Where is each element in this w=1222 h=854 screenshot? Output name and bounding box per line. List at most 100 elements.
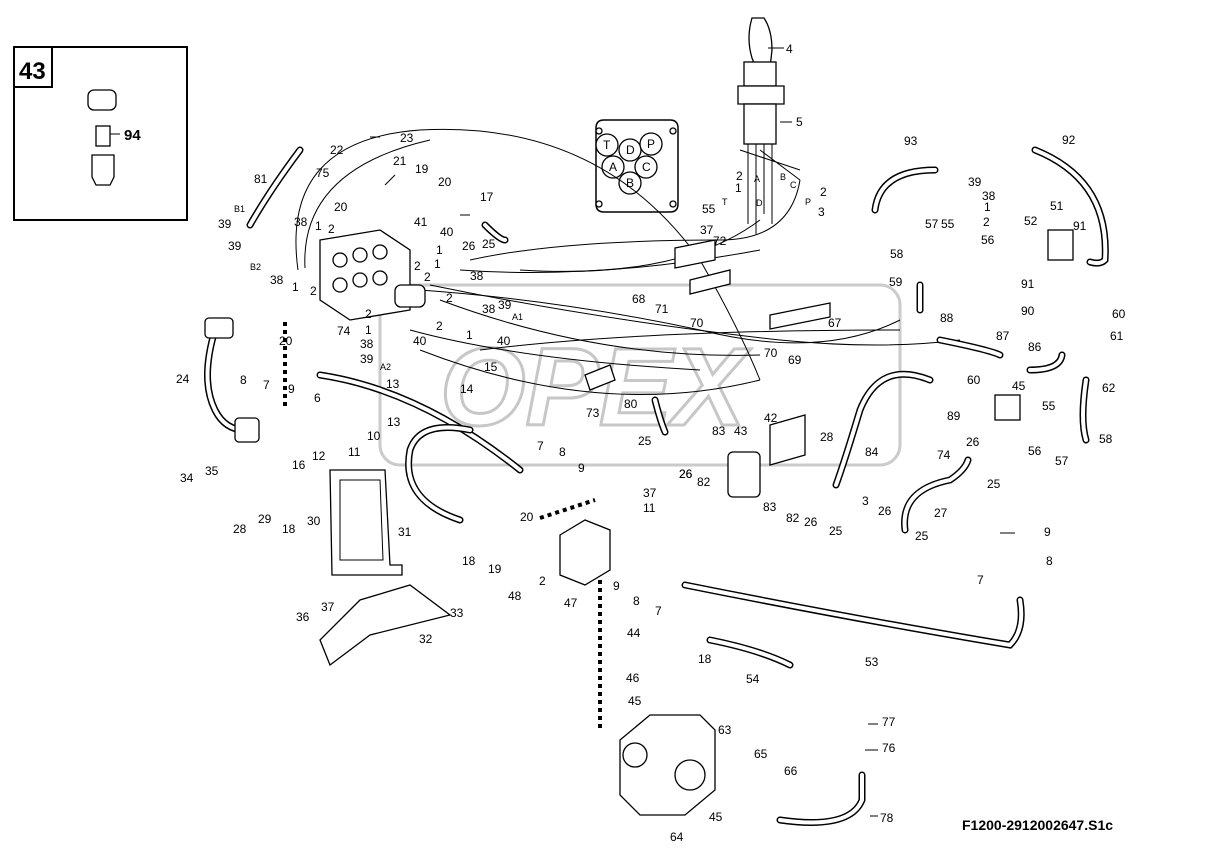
callout-c36: 36 xyxy=(296,610,310,624)
callout-c88: 88 xyxy=(940,311,954,325)
callout-c89: 89 xyxy=(947,409,961,423)
callout-c25e: 25 xyxy=(915,529,929,543)
callout-c56a: 56 xyxy=(981,233,995,247)
callout-c7b: 7 xyxy=(537,439,544,453)
callout-c64: 64 xyxy=(670,830,684,844)
callout-c38f: 38 xyxy=(982,189,996,203)
callout-c2h: 2 xyxy=(539,574,546,588)
callout-c70b: 70 xyxy=(764,346,778,360)
svg-text:P: P xyxy=(805,197,811,207)
callout-c86: 86 xyxy=(1028,340,1042,354)
callout-c25d: 25 xyxy=(987,477,1001,491)
callout-c26b: 26 xyxy=(679,467,693,481)
callout-c26d: 26 xyxy=(804,515,818,529)
callout-c39e: 39 xyxy=(968,175,982,189)
callout-c60a: 60 xyxy=(1112,307,1126,321)
callout-c1a: 1 xyxy=(315,219,322,233)
callout-c12: 12 xyxy=(312,449,326,463)
callout-c52: 52 xyxy=(1024,214,1038,228)
callout-c31: 31 xyxy=(398,525,412,539)
callout-c2k: 2 xyxy=(983,215,990,229)
callout-c71: 71 xyxy=(655,302,669,316)
callout-c87: 87 xyxy=(996,329,1010,343)
callout-c78: 78 xyxy=(880,811,894,825)
callout-c63: 63 xyxy=(718,723,732,737)
callout-c18b: 18 xyxy=(462,554,476,568)
callout-c7a: 7 xyxy=(263,378,270,392)
callout-c1h: 1 xyxy=(984,200,991,214)
callout-c8d: 8 xyxy=(1046,554,1053,568)
callout-c46: 46 xyxy=(626,671,640,685)
callout-c91b: 91 xyxy=(1021,277,1035,291)
callout-c51: 51 xyxy=(1050,199,1064,213)
callout-c44: 44 xyxy=(627,626,641,640)
callout-c1c: 1 xyxy=(434,257,441,271)
callout-c20a: 20 xyxy=(438,175,452,189)
callout-c6: 6 xyxy=(314,391,321,405)
callout-c39b: 39 xyxy=(228,239,242,253)
callout-c2a: 2 xyxy=(328,222,335,236)
callout-c13b: 13 xyxy=(387,415,401,429)
callout-c83b: 83 xyxy=(763,500,777,514)
callout-c38d: 38 xyxy=(270,273,284,287)
callout-c55c: 55 xyxy=(1042,399,1056,413)
callout-c22: 22 xyxy=(330,143,344,157)
callout-c26a: 26 xyxy=(462,239,476,253)
callout-c1b: 1 xyxy=(436,243,443,257)
callout-c40b: 40 xyxy=(497,334,511,348)
callout-c11a: 11 xyxy=(348,445,361,459)
svg-text:A: A xyxy=(754,174,760,184)
callout-c91a: 91 xyxy=(1073,219,1087,233)
callout-c26f: 26 xyxy=(878,504,892,518)
inset-box: 43 94 xyxy=(13,46,188,221)
callout-c45a: 45 xyxy=(1012,379,1026,393)
svg-text:T: T xyxy=(722,197,728,207)
callout-c45c: 45 xyxy=(709,810,723,824)
watermark: OPEX xyxy=(378,283,902,467)
inset-number: 43 xyxy=(19,58,46,85)
callout-c41: 41 xyxy=(414,215,428,229)
callout-c55b: 55 xyxy=(941,217,955,231)
callout-c32: 32 xyxy=(419,632,433,646)
callout-c2d: 2 xyxy=(446,291,453,305)
callout-c82a: 82 xyxy=(697,475,711,489)
callout-c18c: 18 xyxy=(698,652,712,666)
callout-c8b: 8 xyxy=(559,445,566,459)
callout-c26c: 26 xyxy=(679,467,693,481)
callout-c20d: 20 xyxy=(520,510,534,524)
callout-c23: 23 xyxy=(400,131,414,145)
callout-c7d: 7 xyxy=(977,573,984,587)
callout-c38c: 38 xyxy=(482,302,496,316)
callout-c25b: 25 xyxy=(638,434,652,448)
callout-c39c: 39 xyxy=(498,298,512,312)
callout-c35: 35 xyxy=(205,464,219,478)
components xyxy=(204,229,1074,816)
callout-c20b: 20 xyxy=(334,200,348,214)
callout-c8c: 8 xyxy=(633,594,640,608)
callout-c2b: 2 xyxy=(424,270,431,284)
callout-c20c: 20 xyxy=(279,334,293,348)
callout-c43: 43 xyxy=(734,424,748,438)
callout-c24: 24 xyxy=(176,372,190,386)
callout-c39a: 39 xyxy=(218,217,232,231)
leader-lines xyxy=(370,47,1015,817)
hose-lines xyxy=(246,128,1109,826)
callout-c62: 62 xyxy=(1102,381,1116,395)
callout-c2j: 2 xyxy=(820,185,827,199)
callout-c18a: 18 xyxy=(282,522,296,536)
callout-c1d: 1 xyxy=(466,328,473,342)
drawing-code: F1200-2912002647.S1c xyxy=(962,817,1113,833)
callout-c56b: 56 xyxy=(1028,444,1042,458)
callout-c38e: 38 xyxy=(360,337,374,351)
control-valve xyxy=(319,229,426,321)
callout-c69: 69 xyxy=(788,353,802,367)
callout-c39d: 39 xyxy=(360,352,374,366)
callout-c2e: 2 xyxy=(436,319,443,333)
svg-text:P: P xyxy=(647,137,655,151)
callout-c92: 92 xyxy=(1062,133,1076,147)
callout-c15: 15 xyxy=(484,360,498,374)
callout-c58b: 58 xyxy=(1099,432,1113,446)
svg-text:B: B xyxy=(780,172,786,182)
svg-text:D: D xyxy=(756,198,763,208)
